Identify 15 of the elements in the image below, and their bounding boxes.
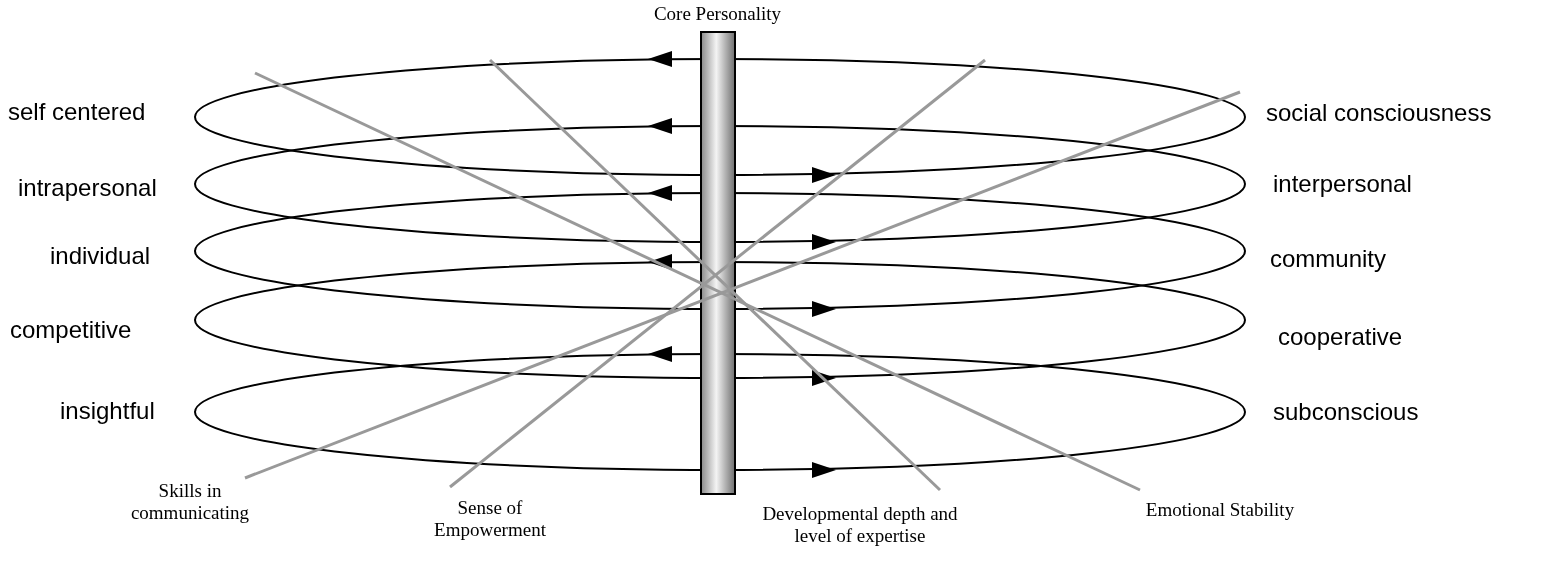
trait-label: self centered (8, 98, 146, 126)
pole-label: Core Personality (652, 3, 783, 25)
axis-label: Sense of Empowerment (433, 497, 547, 541)
axis-label: Skills in communicating (129, 480, 251, 524)
trait-label: subconscious (1273, 398, 1419, 426)
trait-label: social consciousness (1266, 99, 1492, 127)
trait-label: community (1270, 245, 1387, 273)
trait-label: competitive (10, 316, 132, 344)
trait-label: interpersonal (1273, 170, 1412, 198)
trait-label: insightful (60, 397, 155, 425)
trait-label: individual (50, 242, 151, 270)
axis-label: Emotional Stability (1144, 499, 1296, 521)
trait-label: cooperative (1278, 323, 1403, 351)
trait-label: intrapersonal (18, 174, 157, 202)
axis-label: Developmental depth and level of expertise (761, 503, 959, 547)
